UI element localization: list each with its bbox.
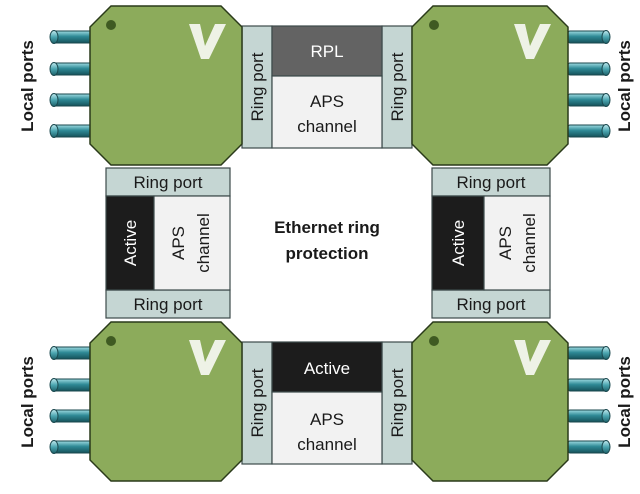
port-connector-icon xyxy=(567,346,611,360)
ring-port-block xyxy=(381,341,413,465)
aps-channel-label-line1: APS xyxy=(310,92,344,111)
center-label-line1: Ethernet ring xyxy=(274,218,380,237)
local-ports-bottom-left xyxy=(49,346,93,454)
local-ports-label-bottom-left: Local ports xyxy=(18,356,37,448)
port-connector-icon xyxy=(567,378,611,392)
ring-port-block xyxy=(431,289,551,319)
ring-port-label: Ring port xyxy=(457,295,526,314)
port-connector-icon xyxy=(49,440,93,454)
ring-port-label: Ring port xyxy=(388,368,407,437)
local-ports-label-top-left: Local ports xyxy=(18,40,37,132)
rpl-block xyxy=(271,25,383,77)
link-left: Ring port Ring port Active APS channel xyxy=(105,167,231,319)
v-logo-icon xyxy=(514,24,551,59)
port-connector-icon xyxy=(567,440,611,454)
active-block xyxy=(431,195,485,291)
node-bottom-right xyxy=(411,321,569,482)
active-block xyxy=(271,341,383,393)
port-connector-icon xyxy=(49,409,93,423)
port-connector-icon xyxy=(49,124,93,138)
port-connector-icon xyxy=(567,124,611,138)
link-bottom: Ring port Ring port Active APS channel xyxy=(241,341,413,465)
port-connector-icon xyxy=(49,62,93,76)
ring-port-label: Ring port xyxy=(134,295,203,314)
rpl-label: RPL xyxy=(310,42,343,61)
ring-port-label: Ring port xyxy=(248,368,267,437)
node-top-left xyxy=(89,5,243,166)
ring-port-block xyxy=(105,289,231,319)
status-led-icon xyxy=(106,336,116,346)
aps-channel-block xyxy=(153,195,231,291)
aps-channel-label-line1: APS xyxy=(310,410,344,429)
port-connector-icon xyxy=(567,93,611,107)
active-block xyxy=(105,195,155,291)
ring-port-block xyxy=(431,167,551,197)
port-connector-icon xyxy=(567,30,611,44)
link-right: Ring port Ring port Active APS channel xyxy=(431,167,551,319)
aps-channel-label-line2: channel xyxy=(297,435,357,454)
aps-channel-block xyxy=(271,75,383,149)
local-ports-label-top-right: Local ports xyxy=(615,40,634,132)
link-top: Ring port Ring port RPL APS channel xyxy=(241,25,413,149)
aps-channel-label-line2: channel xyxy=(194,213,213,273)
v-logo-icon xyxy=(514,340,551,375)
aps-channel-block xyxy=(271,391,383,465)
local-ports-bottom-right xyxy=(567,346,611,454)
aps-channel-block xyxy=(483,195,551,291)
v-logo-icon xyxy=(189,24,226,59)
port-connector-icon xyxy=(49,93,93,107)
ring-port-label: Ring port xyxy=(388,52,407,121)
active-label: Active xyxy=(304,359,350,378)
active-label: Active xyxy=(449,220,468,266)
aps-channel-label-line2: channel xyxy=(520,213,539,273)
status-led-icon xyxy=(429,336,439,346)
ring-port-label: Ring port xyxy=(248,52,267,121)
ring-port-block xyxy=(105,167,231,197)
ring-port-block xyxy=(381,25,413,149)
local-ports-top-right xyxy=(567,30,611,138)
center-label-line2: protection xyxy=(285,244,368,263)
status-led-icon xyxy=(429,20,439,30)
ring-port-label: Ring port xyxy=(457,173,526,192)
aps-channel-label-line2: channel xyxy=(297,117,357,136)
port-connector-icon xyxy=(567,62,611,76)
node-bottom-left xyxy=(89,321,243,482)
node-top-right xyxy=(411,5,569,166)
local-ports-label-bottom-right: Local ports xyxy=(615,356,634,448)
status-led-icon xyxy=(106,20,116,30)
ring-port-label: Ring port xyxy=(134,173,203,192)
aps-channel-label-line1: APS xyxy=(169,226,188,260)
port-connector-icon xyxy=(49,30,93,44)
port-connector-icon xyxy=(49,346,93,360)
active-label: Active xyxy=(121,220,140,266)
port-connector-icon xyxy=(567,409,611,423)
local-ports-top-left xyxy=(49,30,93,138)
port-connector-icon xyxy=(49,378,93,392)
aps-channel-label-line1: APS xyxy=(496,226,515,260)
v-logo-icon xyxy=(189,340,226,375)
